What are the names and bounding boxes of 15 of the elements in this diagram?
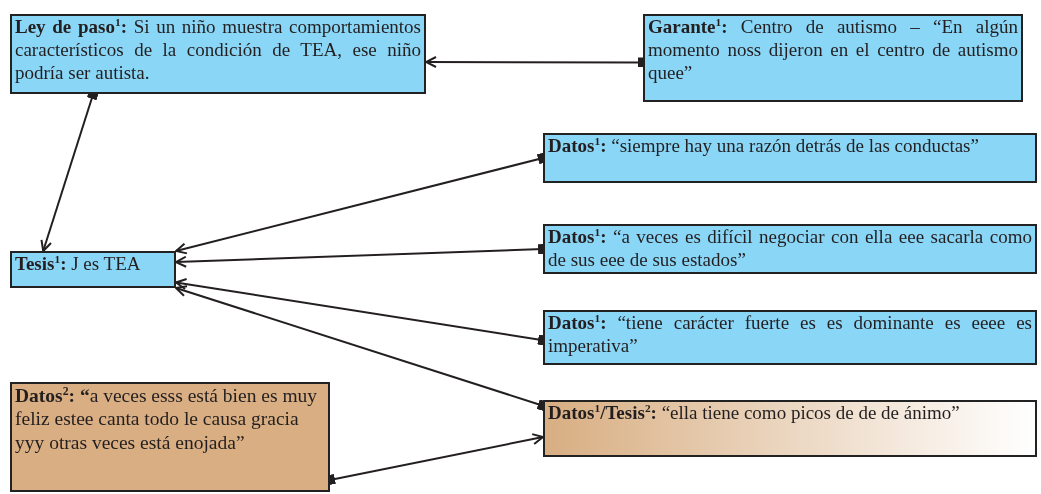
text-box	[10, 14, 426, 94]
text-box	[10, 382, 330, 492]
box-text: Ley de paso$^{1}$: Si un niño muestra comportamientos característicos de la condición de TEA, ese niño podría ser autista.	[15, 16, 421, 85]
text-box	[10, 251, 176, 288]
box-text: Datos$^{2}$: “a veces esss está bien es muy feliz estee canta todo le causa gracia yyy otras veces está enojada”	[15, 384, 319, 455]
text-box	[543, 400, 1037, 457]
box-text: Datos$^{1}$/Tesis$^{2}$: “ella tiene como picos de de de ánimo”	[548, 402, 961, 425]
box-text: Datos$^{1}$: “siempre hay una razón detrás de las conductas”	[548, 135, 980, 158]
box-text: Datos$^{1}$: “tiene carácter fuerte es es dominante es eeee es imperativa”	[548, 312, 1032, 358]
text-box	[543, 133, 1037, 183]
text-box	[643, 14, 1023, 102]
box-text: Tesis$^{1}$: J es TEA	[15, 253, 142, 276]
text-box	[543, 310, 1037, 365]
box-text: Datos$^{1}$: “a veces es difícil negociar con ella eee sacarla como de sus eee de sus estados”	[548, 226, 1032, 272]
box-text: Garante$^{1}$: Centro de autismo – “En algún momento noss dijeron en el centro de autismo quee”	[648, 16, 1018, 85]
